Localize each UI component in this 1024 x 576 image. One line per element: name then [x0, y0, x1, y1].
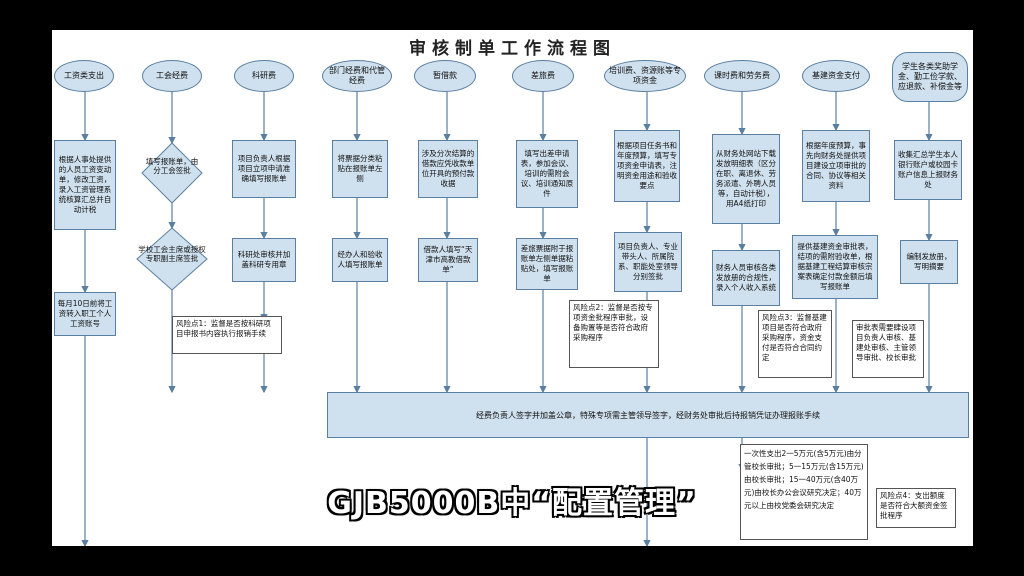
decision-diamond-1 — [141, 142, 203, 204]
step2-lecture: 财务人员审核各类发放册的合规性，录入个人收入系统 — [712, 250, 780, 306]
header-student: 学生各类奖助学金、勤工俭学款、应退款、补偿金等 — [892, 52, 968, 102]
step2-dept-funds: 经办人和验收人填写报账单 — [332, 238, 388, 282]
step2-travel: 差旅票据附于报账单左侧单据粘贴处，填写报账单 — [516, 238, 578, 290]
risk-point-3: 风险点3：监督基建项目是否符合政府采购程序，资金支付是否符合合同约定 — [758, 310, 832, 378]
risk-point-2: 风险点2：监督是否按专项资金批程序审批，设备购置等是否符合政府采购程序 — [569, 300, 659, 368]
header-union: 工会经费 — [142, 60, 202, 92]
step2-loan: 借款人填写“天津市高教借款单” — [418, 238, 478, 282]
step1-research: 项目负责人根据项目立项申请准确填写报账单 — [232, 140, 296, 198]
decision-diamond-2 — [136, 227, 208, 291]
header-lecture: 课时费和劳务费 — [704, 60, 780, 92]
step2-salary: 每月10日前将工资转入职工个人工资账号 — [54, 292, 116, 336]
risk-point-4: 风险点4：支出额度是否符合大额资金签批程序 — [876, 488, 956, 528]
common-approval-band: 经费负责人签字并加盖公章，特殊专项需主管领导签字，经财务处审批后持报销凭证办理报… — [327, 392, 969, 438]
step1-special: 根据项目任务书和年度预算，填写专项资金申请表，注明资金用途和验收要点 — [614, 130, 680, 202]
header-salary: 工资类支出 — [54, 60, 114, 92]
step1-lecture: 从财务处网站下载发放明细表（区分在职、离退休、劳务派遣、外聘人员等，自动计税），… — [712, 134, 780, 224]
step1-student: 收集汇总学生本人银行账户或校园卡账户信息上报财务处 — [894, 140, 962, 200]
header-special: 培训费、资源账等专项资金 — [604, 60, 686, 92]
step2-student: 编制发放册，写明摘要 — [900, 240, 958, 284]
risk-point-1: 风险点1：监督是否按科研项目申报书内容执行报销手续 — [172, 316, 282, 354]
page-title: 审核制单工作流程图 — [409, 39, 616, 59]
header-loan: 暂借款 — [414, 60, 476, 92]
step1-salary: 根据人事处提供的人员工资变动单，修改工资，录入工资管理系统核算汇总并自动计税 — [54, 140, 116, 230]
step2-special: 项目负责人、专业带头人、所属院系、职能处室领导分别签批 — [614, 232, 682, 292]
header-construction: 基建资金支付 — [802, 60, 870, 92]
approval-limit-note: 一次性支出2一5万元(含5万元)由分管校长审批；5一15万元(含15万元)由校长… — [740, 444, 868, 540]
step2-construction: 提供基建资金审批表，结项的需附验收单，根据基建工程结算审核宗案表确定付款金额后填… — [792, 235, 878, 299]
step1-dept-funds: 将票据分类粘贴在报账单左侧 — [332, 140, 388, 198]
header-travel: 差旅费 — [512, 60, 574, 92]
diamond-label-2: 学校工会主席或授权专职副主席签批 — [138, 245, 206, 263]
video-caption: GJB5000B中“配置管理” — [326, 485, 697, 522]
step1-loan: 涉及分次结算的借款应凭收款单位开具的预付款收据 — [418, 140, 478, 198]
diamond-label-1: 填写报账单，由分工会签批 — [145, 157, 199, 175]
flowchart-sheet: 审核制单工作流程图 工资类支出 工会经费 科研费 部门经费和代管经费 暂借款 差… — [52, 30, 973, 546]
step1-construction: 根据年度预算，事先向财务处提供项目建设立项审批的合同、协议等相关资料 — [802, 130, 870, 202]
connector-lines — [81, 92, 933, 546]
approval-requirement: 审批表需要肆设项目负责人审核、基建处审核、主管领导审批、校长审批 — [852, 320, 924, 378]
step1-travel: 填写出差申请表，参加会议、培训的需附会议、培训通知原件 — [516, 140, 578, 208]
header-research: 科研费 — [234, 60, 294, 92]
header-dept-funds: 部门经费和代管经费 — [322, 60, 392, 92]
step2-research: 科研处审核并加盖科研专用章 — [232, 238, 296, 282]
